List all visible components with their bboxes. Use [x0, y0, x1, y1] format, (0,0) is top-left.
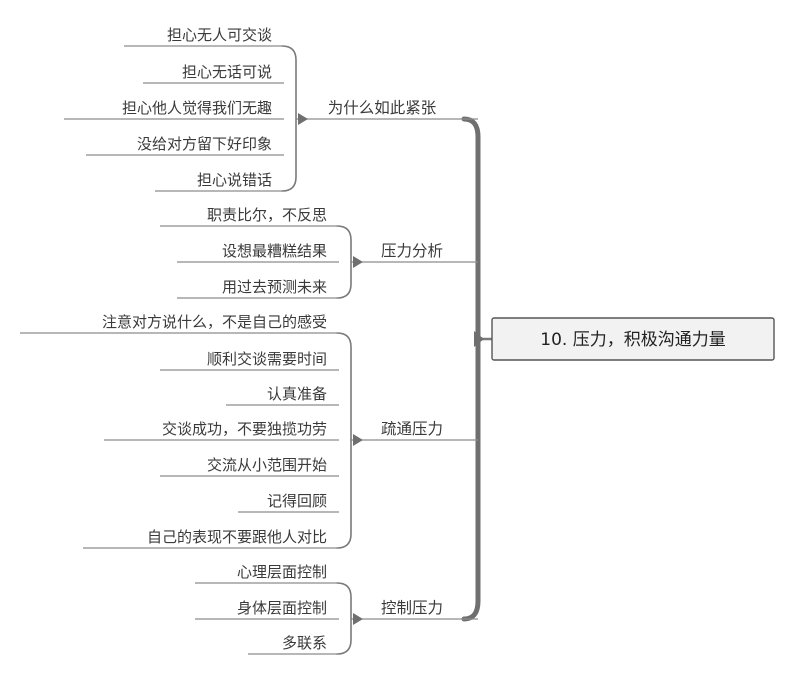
root-node[interactable]: 10. 压力，积极沟通力量: [491, 317, 775, 361]
trunk-line: [461, 116, 481, 622]
branch-hub: [353, 256, 363, 268]
leaf-label[interactable]: 设想最糟糕结果: [222, 242, 327, 260]
leaf-label[interactable]: 担心说错话: [197, 171, 272, 189]
branch-hub: [353, 434, 363, 446]
branch-label[interactable]: 疏通压力: [381, 420, 443, 438]
leaf-label[interactable]: 顺利交谈需要时间: [207, 350, 327, 368]
root-label: 10. 压力，积极沟通力量: [540, 330, 725, 350]
branch-label[interactable]: 压力分析: [381, 242, 443, 260]
connectors: [20, 45, 494, 655]
leaf-label[interactable]: 担心无话可说: [182, 63, 272, 81]
leaf-label[interactable]: 没给对方留下好印象: [137, 135, 272, 153]
leaf-label[interactable]: 担心无人可交谈: [167, 26, 272, 44]
leaf-label[interactable]: 多联系: [282, 634, 327, 652]
leaf-label[interactable]: 职责比尔，不反思: [207, 206, 327, 224]
branch-bracket: [336, 582, 352, 655]
branch-bracket: [336, 225, 352, 299]
leaf-label[interactable]: 用过去预测未来: [222, 278, 327, 296]
leaf-label[interactable]: 注意对方说什么，不是自己的感受: [102, 313, 327, 331]
branch-hub: [298, 113, 308, 125]
leaf-label[interactable]: 心理层面控制: [237, 563, 327, 581]
branch-bracket: [281, 45, 297, 192]
branch-bracket: [336, 332, 352, 549]
leaf-label[interactable]: 认真准备: [267, 385, 327, 403]
trunk-hub: [474, 331, 484, 347]
branch-label[interactable]: 为什么如此紧张: [328, 99, 437, 117]
leaf-label[interactable]: 担心他人觉得我们无趣: [122, 99, 272, 117]
leaf-label[interactable]: 交流从小范围开始: [207, 456, 327, 474]
leaf-label[interactable]: 自己的表现不要跟他人对比: [147, 528, 327, 546]
root-box: [491, 317, 775, 361]
branch-label[interactable]: 控制压力: [381, 599, 443, 617]
leaf-label[interactable]: 身体层面控制: [237, 599, 327, 617]
labels: 为什么如此紧张 担心无人可交谈担心无话可说担心他人觉得我们无趣没给对方留下好印象担…: [102, 26, 443, 652]
branch-hub: [353, 613, 363, 625]
leaf-label[interactable]: 记得回顾: [267, 492, 327, 510]
leaf-label[interactable]: 交谈成功，不要独揽功劳: [162, 420, 327, 438]
